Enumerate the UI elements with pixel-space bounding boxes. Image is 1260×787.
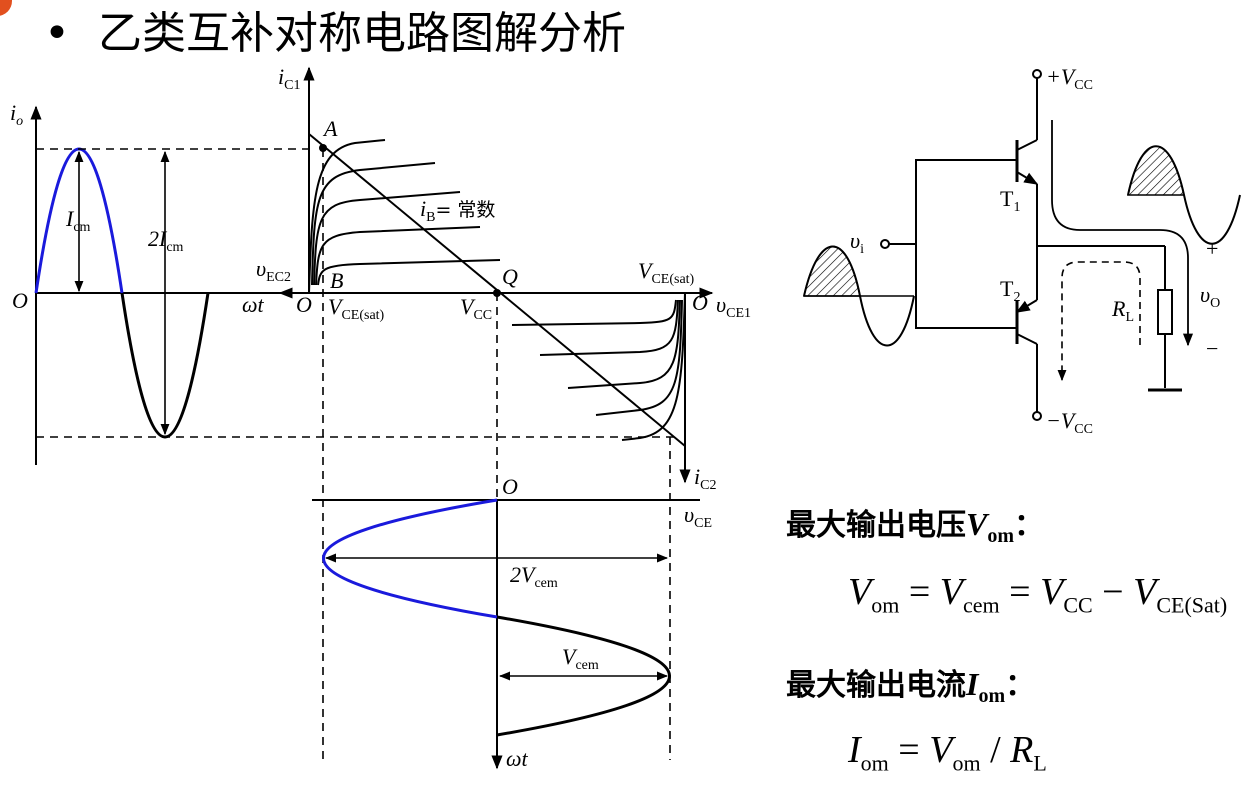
two-icm-label: 2Icm: [148, 226, 184, 255]
ic2-label: iC2: [694, 464, 716, 493]
max-current-formula: Iom = Vom / RL: [848, 729, 1047, 776]
max-current-symbol-sub: om: [978, 685, 1006, 707]
max-voltage-colon: ：: [1014, 508, 1045, 543]
icm-label: Icm: [65, 206, 91, 235]
point-a: [319, 144, 327, 152]
ib-constant-label: iB= 常数: [420, 196, 495, 225]
bottom-origin-label: O: [502, 474, 518, 499]
max-current-colon: ：: [1005, 668, 1036, 703]
rl-label: RL: [1111, 296, 1134, 325]
t2-output-curves: [511, 292, 686, 441]
t1-collector: [1016, 139, 1038, 151]
current-time-graph: [30, 105, 680, 465]
slide-title-text: 乙类互补对称电路图解分析: [98, 8, 626, 59]
vce-time-graph: [312, 498, 700, 770]
t2-collector: [1016, 333, 1038, 345]
bottom-wt-label: ωt: [506, 746, 529, 771]
vce1-label: υCE1: [716, 292, 751, 321]
vcc-pos-label: +VCC: [1046, 64, 1093, 93]
t2-current-path: [1057, 261, 1141, 382]
vo-label: υO: [1200, 282, 1220, 311]
max-voltage-heading-text: 最大输出电压: [786, 508, 966, 543]
vcc-neg-label: −VCC: [1046, 408, 1093, 437]
max-voltage-formula: Vom = Vcem = VCC − VCE(Sat): [848, 571, 1228, 618]
char-origin-left: O: [296, 292, 312, 317]
t1-output-curves: [308, 139, 501, 294]
input-wave-hatched: [802, 245, 861, 297]
vcc-neg-terminal: [1032, 411, 1042, 421]
ic1-label: iC1: [278, 64, 300, 93]
t1-emitter: [1016, 171, 1039, 185]
load-resistor: [1157, 289, 1173, 335]
t2-label: T2: [1000, 276, 1020, 305]
vcem-label: Vcem: [562, 644, 599, 673]
max-current-heading-text: 最大输出电流: [786, 668, 966, 703]
two-vcem-label: 2Vcem: [510, 562, 558, 591]
bullet-icon: •: [44, 8, 70, 59]
left-origin-label: O: [12, 288, 28, 313]
output-wave: [1127, 145, 1241, 245]
point-q: [493, 289, 501, 297]
t1-current-path: [1051, 120, 1194, 347]
max-voltage-symbol-sub: om: [987, 525, 1015, 547]
left-wt-label: ωt: [242, 292, 265, 317]
vo-plus-label: +: [1206, 236, 1218, 261]
push-pull-circuit: [802, 69, 1241, 421]
char-origin-right: O: [692, 290, 708, 315]
vcesat-right-label: VCE(sat): [638, 258, 695, 287]
io-axis-label: io: [10, 100, 23, 129]
point-a-label: A: [322, 116, 338, 141]
vec2-label: υEC2: [256, 256, 291, 285]
output-wave-hatched: [1127, 145, 1185, 196]
t1-label: T1: [1000, 186, 1020, 215]
t2-emitter: [1015, 299, 1038, 313]
vi-label: υi: [850, 228, 864, 257]
point-b-label: B: [330, 268, 343, 293]
max-voltage-symbol: V: [966, 506, 988, 542]
vce-second-half: [496, 615, 671, 737]
vcc-label: VCC: [460, 294, 492, 323]
vo-minus-label: −: [1206, 336, 1218, 361]
point-q-label: Q: [502, 264, 518, 289]
vce-label: υCE: [684, 502, 712, 531]
max-current-heading: 最大输出电流Iom：: [786, 660, 1035, 708]
max-voltage-heading: 最大输出电压Vom：: [786, 500, 1044, 548]
slide-title: • 乙类互补对称电路图解分析: [44, 4, 626, 64]
input-terminal: [880, 239, 890, 249]
vcc-pos-terminal: [1032, 69, 1042, 79]
max-current-symbol: I: [966, 666, 979, 702]
vce-first-half: [322, 498, 498, 619]
vcesat-left-label: VCE(sat): [328, 294, 385, 323]
